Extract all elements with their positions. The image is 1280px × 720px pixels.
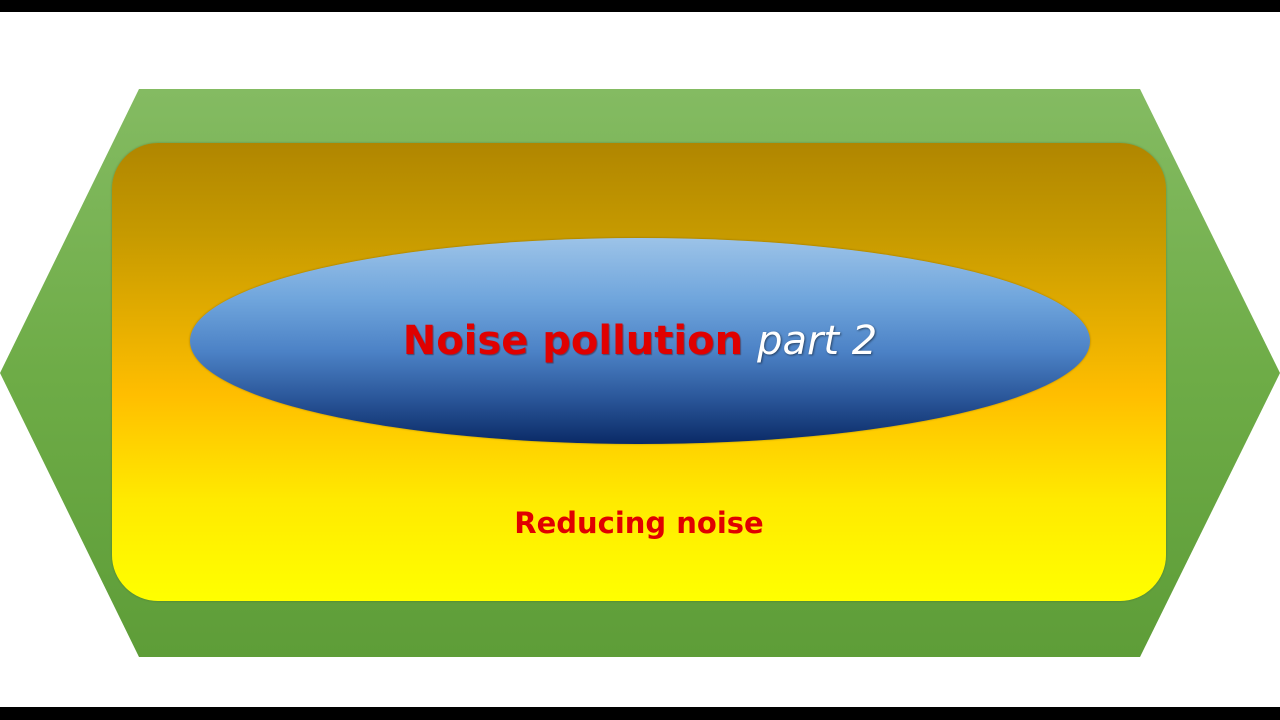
title-main-text: Noise pollution (402, 318, 744, 364)
slide-subtitle: Reducing noise (514, 506, 764, 540)
letterbox-bottom (0, 707, 1280, 720)
title-ellipse (190, 238, 1090, 444)
letterbox-top (0, 0, 1280, 12)
slide-title: Noise pollution part 2 (190, 238, 1090, 444)
title-part-text: part 2 (757, 318, 878, 364)
